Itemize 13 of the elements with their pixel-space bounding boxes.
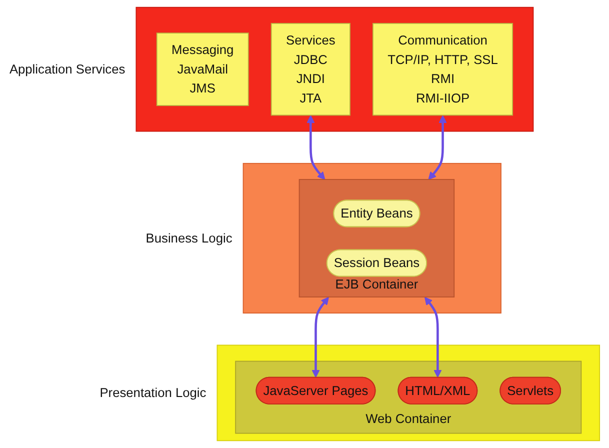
arrow	[424, 296, 442, 378]
cluster	[216, 344, 600, 442]
node-label: Presentation Logic	[100, 385, 206, 400]
node-box: Messaging JavaMail JMS	[156, 32, 249, 106]
node-label: Business Logic	[146, 230, 232, 246]
node-box: Communication TCP/IP, HTTP, SSL RMI RMI-IIOP	[372, 22, 514, 116]
cluster	[242, 162, 502, 314]
cluster	[136, 6, 534, 132]
node-box: Services JDBC JNDI JTA	[270, 22, 350, 116]
node-label: Application Services	[9, 62, 126, 76]
arrow	[428, 115, 447, 180]
arrow	[306, 115, 326, 180]
arrow	[312, 296, 329, 378]
